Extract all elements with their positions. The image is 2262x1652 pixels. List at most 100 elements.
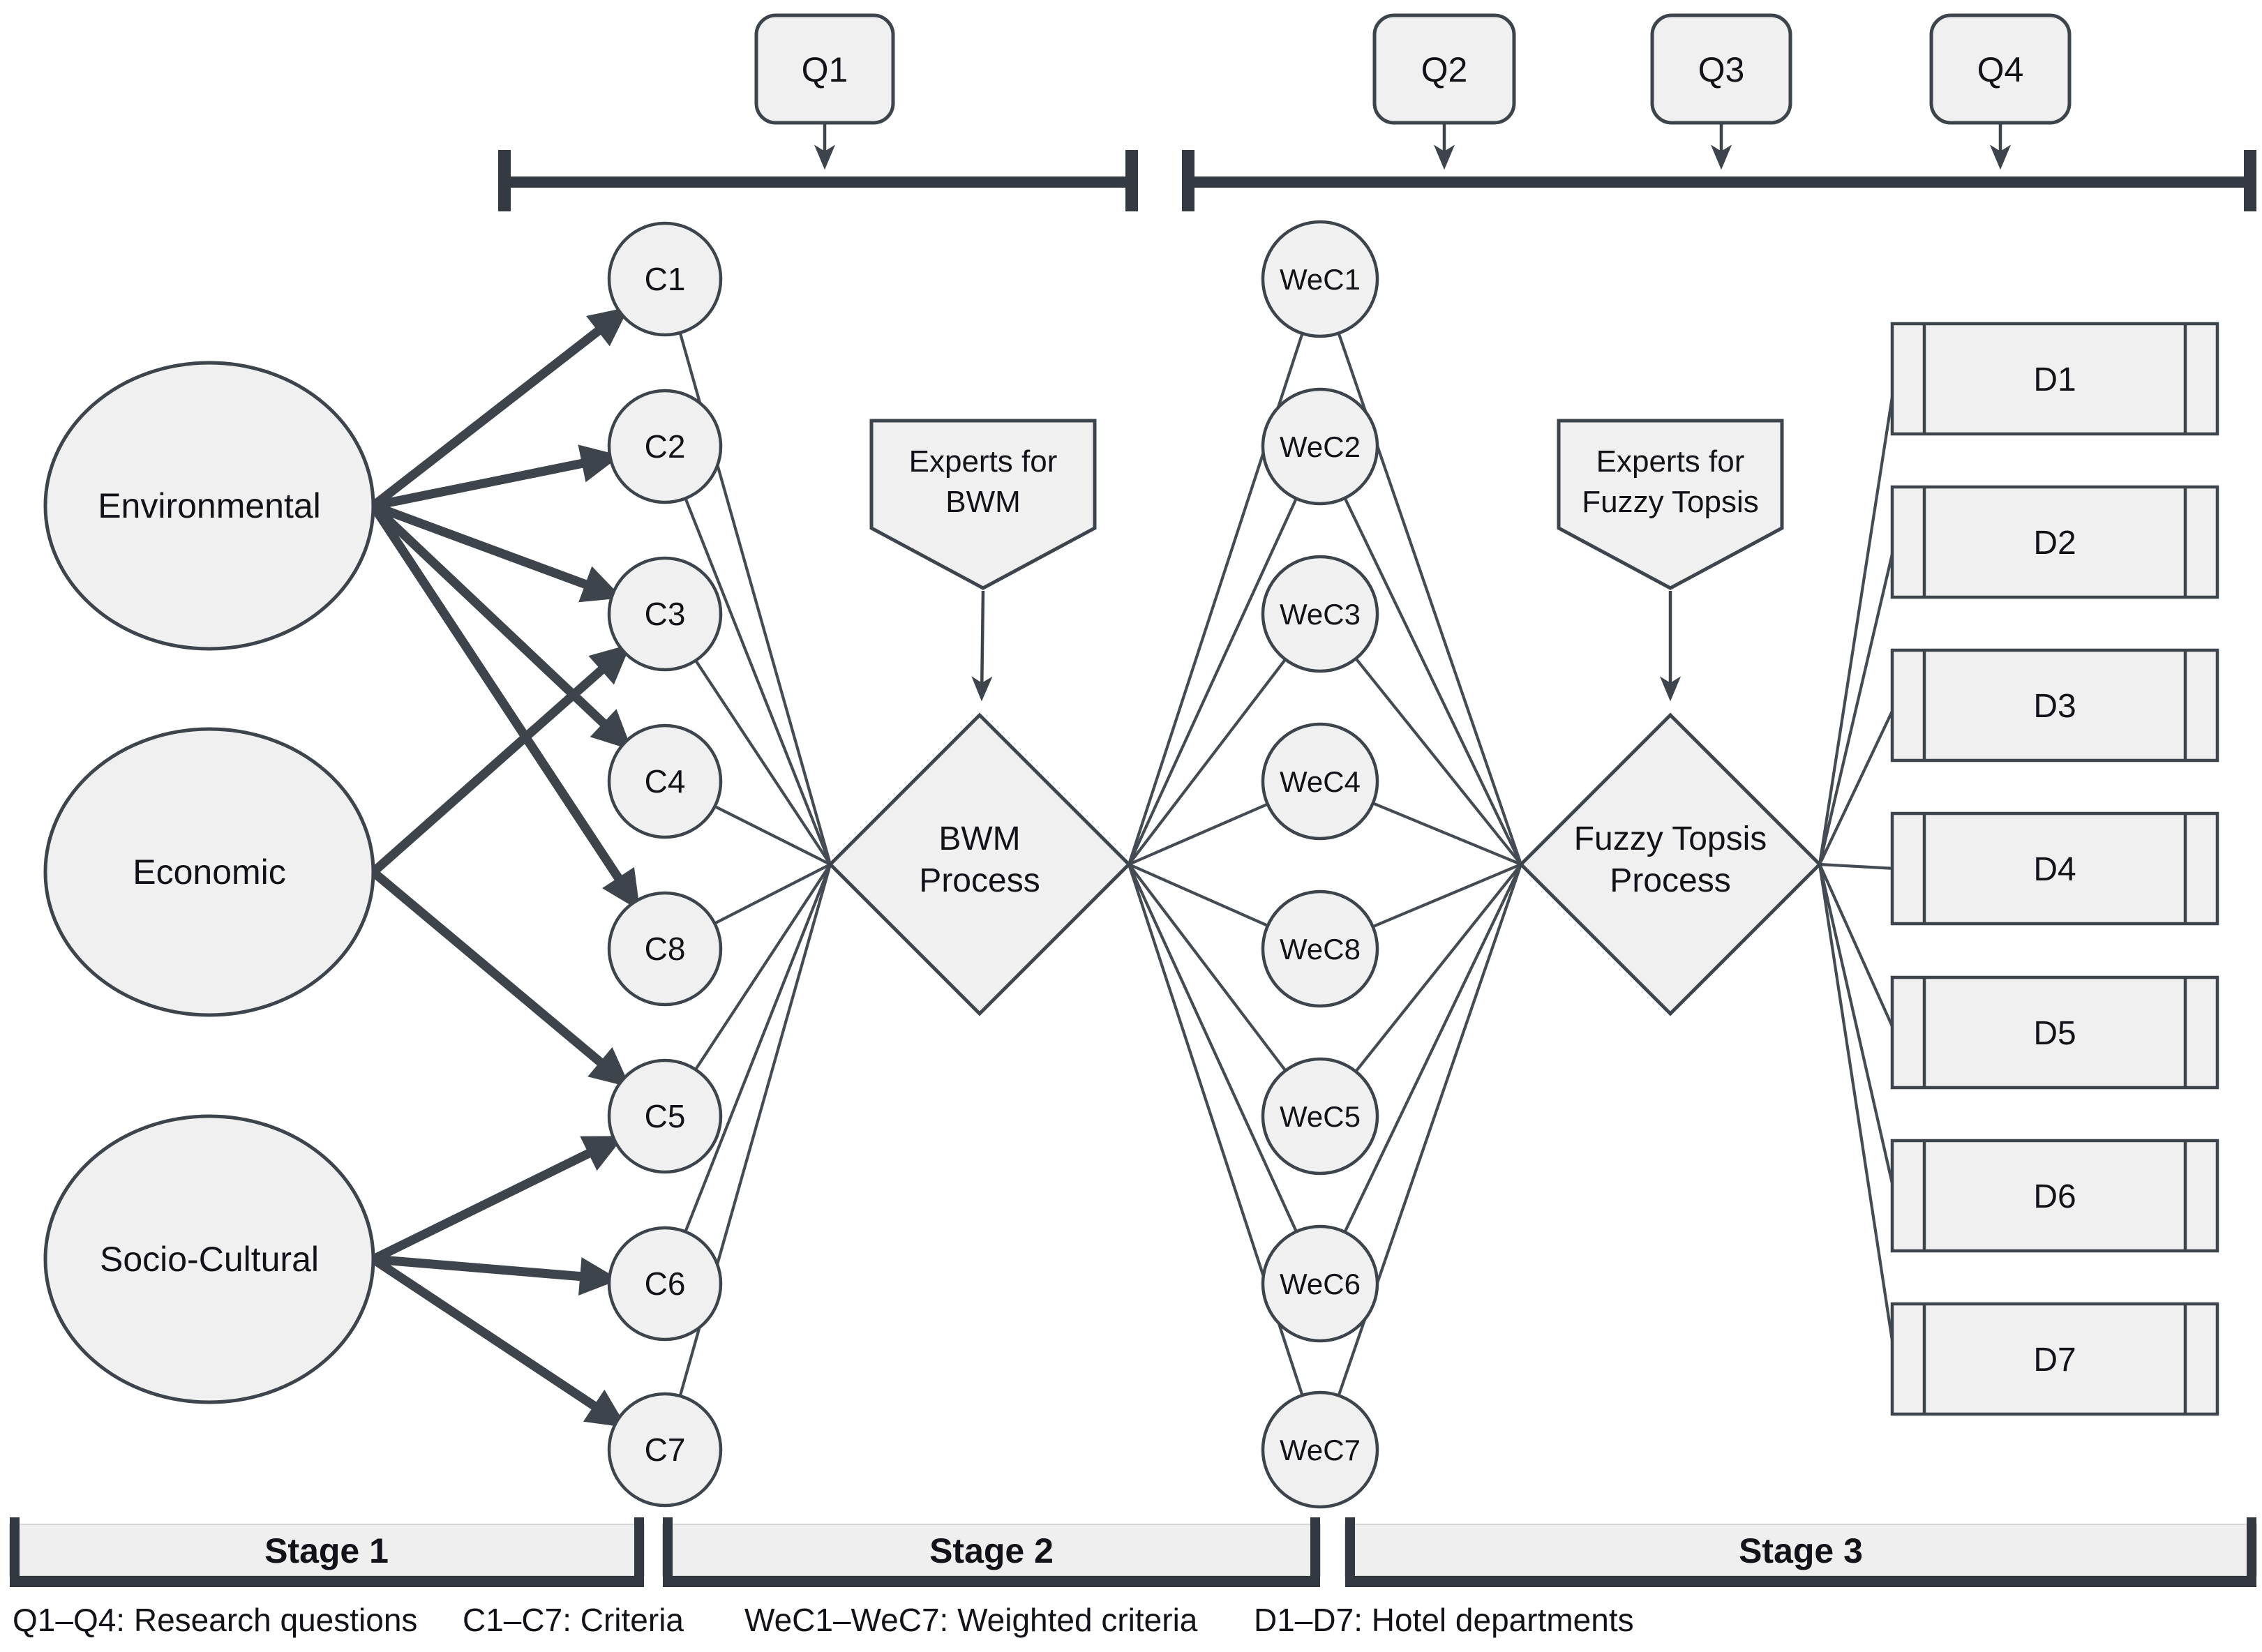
stage2-left-cap (663, 1517, 673, 1587)
stage1-left-cap (10, 1517, 20, 1587)
category-arrows (369, 306, 641, 1428)
c5-node (607, 1058, 723, 1174)
stage2-label: Stage 2 (929, 1531, 1054, 1570)
experts-bwm: Experts for BWM (869, 419, 1097, 702)
question-q4: Q4 (1929, 13, 2072, 170)
bracket-bar (504, 177, 1132, 188)
fuzzy-process-line2: Process (1610, 862, 1730, 899)
wec3-node (1261, 555, 1379, 673)
d3-node: D3 (1890, 648, 2219, 763)
d5-box (1890, 975, 2219, 1090)
category-socio-cultural: Socio-Cultural (43, 1114, 375, 1404)
timeline-bracket-stage2 (498, 150, 1138, 211)
stage1-bottom (10, 1576, 644, 1587)
q1-box (754, 13, 895, 125)
wec2-label: WeC2 (1280, 430, 1361, 463)
d5-label: D5 (2033, 1015, 2076, 1052)
edge-socio-c6 (373, 1254, 620, 1296)
edge-environmental-c3 (371, 501, 623, 603)
legend-criteria: C1–C7: Criteria (463, 1602, 684, 1638)
criteria-to-bwm-connectors (663, 278, 832, 1450)
edge-economic-c3 (370, 644, 631, 876)
bracket-right-cap (1125, 150, 1138, 211)
connector-line (1818, 378, 1897, 865)
experts-bwm-line2: BWM (945, 485, 1021, 519)
connector-line (664, 446, 832, 865)
stage2-bar: Stage 2 (662, 1517, 1321, 1587)
stage2-right-cap (1310, 1517, 1320, 1587)
q3-box (1650, 13, 1792, 125)
d3-label: D3 (2033, 688, 2076, 725)
wec7-label: WeC7 (1280, 1434, 1361, 1466)
q4-label: Q4 (1977, 50, 2024, 89)
wec6-node (1261, 1224, 1379, 1343)
timeline-bracket-stage3 (1182, 150, 2256, 211)
stage1-label: Stage 1 (264, 1531, 389, 1570)
d7-box (1890, 1302, 2219, 1416)
d2-label: D2 (2033, 525, 2076, 562)
stage3-bar: Stage 3 (1345, 1517, 2257, 1587)
d6-label: D6 (2033, 1178, 2076, 1215)
bwm-process-line1: BWM (938, 820, 1020, 857)
c2-label: C2 (645, 428, 686, 465)
q2-box (1372, 13, 1516, 125)
connector-line (1128, 278, 1321, 865)
c7-node (607, 1392, 723, 1508)
fuzzy-topsis-process: Fuzzy Topsis Process (1518, 712, 1822, 1016)
wec1-label: WeC1 (1280, 263, 1361, 296)
bwm-process-line2: Process (919, 862, 1040, 899)
bwm-process: BWM Process (827, 712, 1132, 1016)
d7-label: D7 (2033, 1342, 2076, 1379)
c3-node (607, 556, 723, 672)
stage3-right-cap (2247, 1517, 2256, 1587)
connector-line (663, 278, 832, 865)
department-nodes: D1 D2 D3 D4 D5 (1890, 322, 2219, 1416)
edge-environmental-c8 (369, 503, 641, 911)
connector-line (1818, 705, 1896, 865)
bracket-right-cap (2244, 150, 2256, 211)
wec5-node (1261, 1057, 1379, 1176)
d5-node: D5 (1890, 975, 2219, 1090)
fuzzy-to-departments-connectors (1818, 378, 1897, 1360)
c6-label: C6 (645, 1266, 686, 1302)
connector-line (1818, 541, 1897, 865)
wec7-node (1261, 1390, 1379, 1509)
q1-label: Q1 (802, 50, 848, 89)
c4-label: C4 (645, 763, 686, 799)
wec1-node (1261, 220, 1379, 338)
connector-line (1319, 864, 1522, 1284)
experts-fuzzy: Experts for Fuzzy Topsis (1557, 419, 1784, 702)
experts-fuzzy-line1: Experts for (1596, 444, 1745, 479)
d3-box (1890, 648, 2219, 763)
edge-environmental-c1 (370, 306, 629, 510)
q4-box (1929, 13, 2072, 125)
d1-box (1890, 322, 2219, 436)
economic-label: Economic (133, 853, 286, 892)
q2-label: Q2 (1421, 50, 1468, 89)
wec2-node (1261, 387, 1379, 506)
d6-node: D6 (1890, 1139, 2219, 1253)
edge-environmental-c2 (372, 444, 621, 511)
wec4-node (1261, 722, 1379, 841)
c1-label: C1 (645, 261, 686, 297)
edge-socio-c5 (371, 1136, 624, 1263)
wec6-label: WeC6 (1280, 1268, 1361, 1300)
connector-line (1819, 862, 1896, 871)
experts-fuzzy-line2: Fuzzy Topsis (1582, 485, 1759, 519)
stage3-left-cap (1345, 1517, 1355, 1587)
category-economic: Economic (43, 727, 375, 1017)
c2-node (607, 389, 723, 504)
environmental-ellipse (43, 361, 375, 651)
d6-box (1890, 1139, 2219, 1253)
wec8-label: WeC8 (1280, 933, 1361, 966)
d1-node: D1 (1890, 322, 2219, 436)
question-q1: Q1 (754, 13, 895, 170)
stage2-bottom (663, 1576, 1320, 1587)
experts-bwm-arrow (971, 590, 993, 702)
d7-node: D7 (1890, 1302, 2219, 1416)
bracket-left-cap (498, 150, 511, 211)
edge-environmental-c4 (370, 502, 632, 751)
connector-line (1128, 446, 1321, 865)
